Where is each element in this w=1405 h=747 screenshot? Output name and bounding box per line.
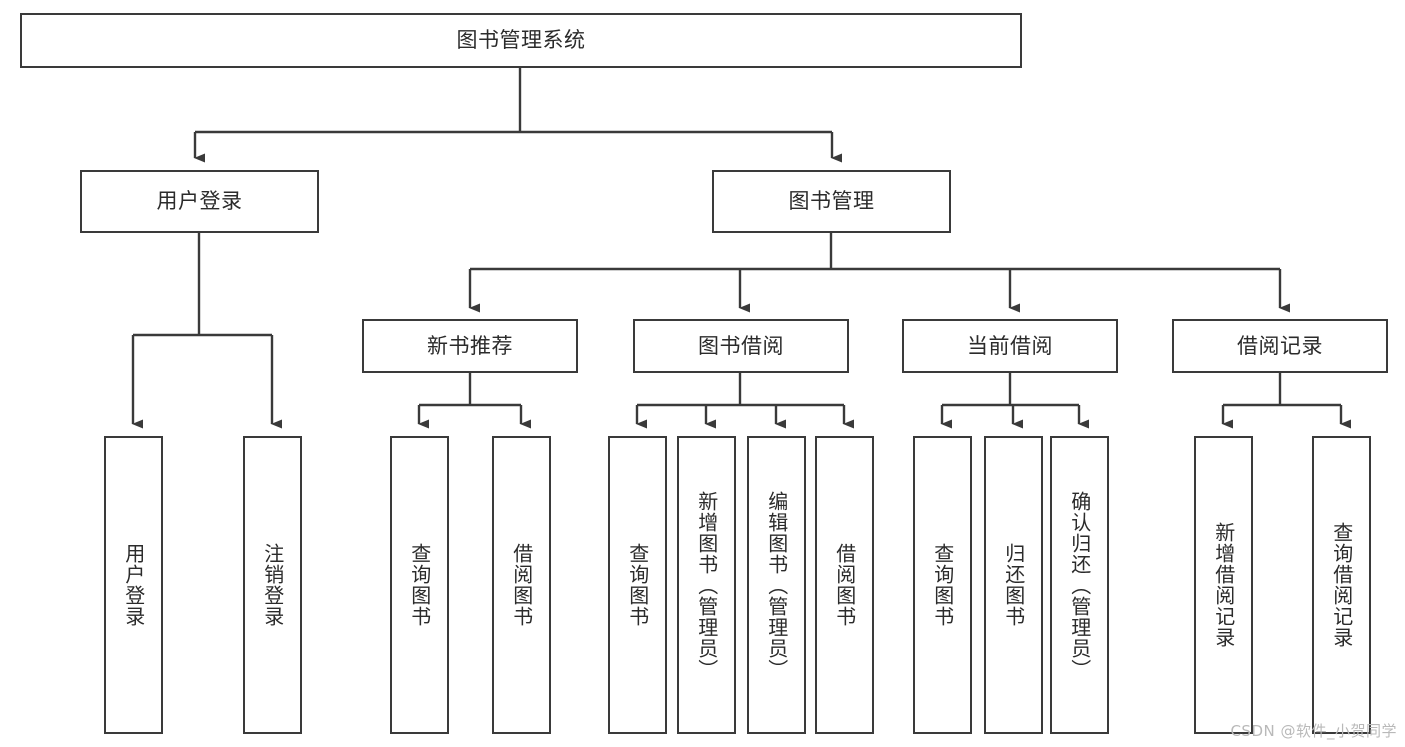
- node-leaf-edit-book-label: 编辑图书（管理员）: [764, 490, 789, 680]
- node-borrow-record[interactable]: 借阅记录: [1172, 319, 1388, 373]
- node-book-manage[interactable]: 图书管理: [712, 170, 951, 233]
- node-leaf-borrow-book-1[interactable]: 借阅图书: [492, 436, 551, 734]
- watermark: CSDN @软件_小贺同学: [1230, 722, 1397, 740]
- node-current-borrow[interactable]: 当前借阅: [902, 319, 1118, 373]
- node-leaf-add-book[interactable]: 新增图书（管理员）: [677, 436, 736, 734]
- node-leaf-logout-label: 注销登录: [260, 543, 285, 627]
- node-leaf-return-book-label: 归还图书: [1001, 543, 1026, 627]
- node-root-label: 图书管理系统: [456, 28, 586, 53]
- node-current-borrow-label: 当前借阅: [967, 333, 1053, 358]
- node-leaf-logout[interactable]: 注销登录: [243, 436, 302, 734]
- node-leaf-query-book-3-label: 查询图书: [930, 543, 955, 627]
- node-leaf-query-book-2[interactable]: 查询图书: [608, 436, 667, 734]
- node-new-book-recommend[interactable]: 新书推荐: [362, 319, 578, 373]
- node-leaf-borrow-book-2-label: 借阅图书: [832, 543, 857, 627]
- node-leaf-user-login[interactable]: 用户登录: [104, 436, 163, 734]
- node-book-borrow[interactable]: 图书借阅: [633, 319, 849, 373]
- node-leaf-query-book-2-label: 查询图书: [625, 543, 650, 627]
- node-leaf-query-record[interactable]: 查询借阅记录: [1312, 436, 1371, 734]
- node-root[interactable]: 图书管理系统: [20, 13, 1022, 68]
- node-borrow-record-label: 借阅记录: [1237, 333, 1323, 358]
- node-leaf-add-book-label: 新增图书（管理员）: [694, 490, 719, 680]
- node-leaf-edit-book[interactable]: 编辑图书（管理员）: [747, 436, 806, 734]
- node-leaf-query-record-label: 查询借阅记录: [1329, 522, 1354, 648]
- node-user-login-label: 用户登录: [156, 189, 243, 214]
- node-leaf-query-book-1-label: 查询图书: [407, 543, 432, 627]
- node-leaf-add-record[interactable]: 新增借阅记录: [1194, 436, 1253, 734]
- node-new-book-recommend-label: 新书推荐: [427, 333, 513, 358]
- node-leaf-borrow-book-1-label: 借阅图书: [509, 543, 534, 627]
- node-user-login[interactable]: 用户登录: [80, 170, 319, 233]
- node-leaf-add-record-label: 新增借阅记录: [1211, 522, 1236, 648]
- node-leaf-return-book[interactable]: 归还图书: [984, 436, 1043, 734]
- node-leaf-user-login-label: 用户登录: [121, 543, 146, 627]
- node-leaf-confirm-return-label: 确认归还（管理员）: [1067, 490, 1092, 680]
- node-leaf-query-book-1[interactable]: 查询图书: [390, 436, 449, 734]
- node-leaf-confirm-return[interactable]: 确认归还（管理员）: [1050, 436, 1109, 734]
- node-leaf-borrow-book-2[interactable]: 借阅图书: [815, 436, 874, 734]
- node-book-borrow-label: 图书借阅: [698, 333, 784, 358]
- node-book-manage-label: 图书管理: [788, 189, 875, 214]
- node-leaf-query-book-3[interactable]: 查询图书: [913, 436, 972, 734]
